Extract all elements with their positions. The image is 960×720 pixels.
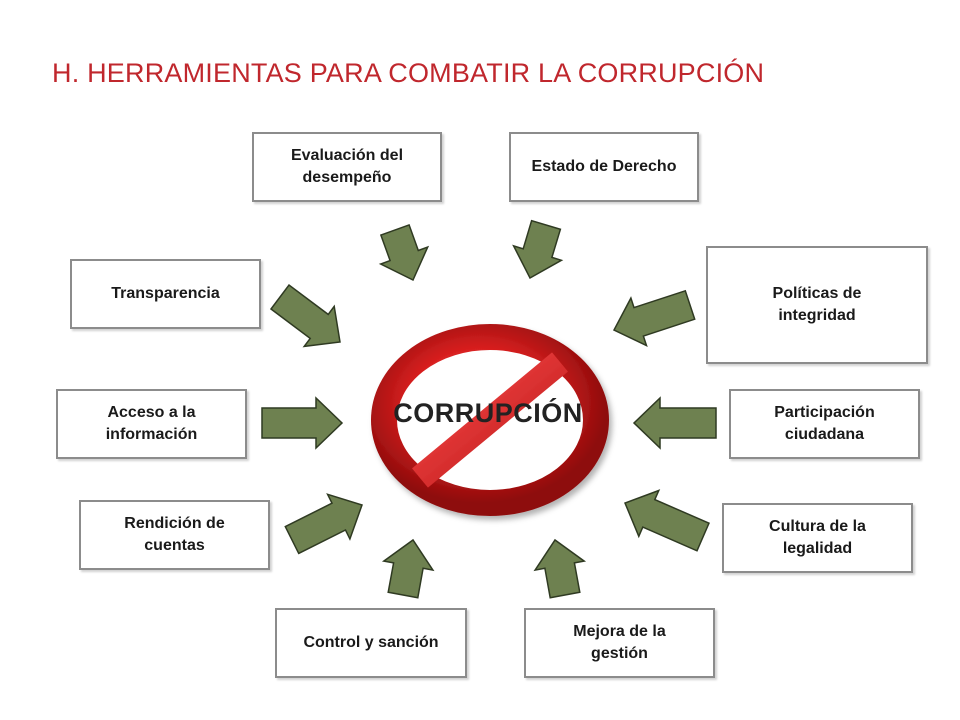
page-title: H. HERRAMIENTAS PARA COMBATIR LA CORRUPC…: [52, 58, 765, 88]
box-politicas-integridad: Políticas de integridad: [706, 246, 928, 364]
arrow-control-icon: [381, 538, 435, 599]
box-control-sancion: Control y sanción: [275, 608, 467, 678]
box-label: Mejora de la gestión: [573, 623, 666, 662]
box-label: Cultura de la legalidad: [769, 518, 866, 557]
box-estado-de-derecho: Estado de Derecho: [509, 132, 699, 202]
box-label: Control y sanción: [303, 634, 439, 651]
arrow-mejora-icon: [533, 538, 587, 599]
arrow-politicas-icon: [612, 289, 696, 348]
arrow-rendicion-icon: [284, 493, 363, 555]
box-cultura-legalidad: Cultura de la legalidad: [722, 503, 913, 573]
box-label: Políticas de integridad: [772, 285, 862, 324]
arrow-acceso-icon: [261, 396, 344, 450]
arrow-cultura-icon: [624, 489, 710, 552]
box-label: Participación ciudadana: [774, 404, 875, 443]
box-mejora-gestion: Mejora de la gestión: [524, 608, 715, 678]
box-transparencia: Transparencia: [70, 259, 261, 329]
box-label: Evaluación del desempeño: [290, 147, 404, 186]
box-label: Transparencia: [111, 285, 220, 302]
arrow-estado-icon: [512, 219, 564, 280]
prohibition-sign-icon: [371, 324, 609, 516]
box-label: Acceso a la información: [105, 404, 198, 443]
arrow-transparencia-icon: [269, 283, 341, 348]
box-label: Rendición de cuentas: [124, 515, 225, 554]
arrow-participacion-icon: [632, 396, 717, 450]
arrow-evaluacion-icon: [378, 223, 430, 282]
box-evaluacion-desempeno: Evaluación del desempeño: [252, 132, 442, 202]
box-acceso-informacion: Acceso a la información: [56, 389, 247, 459]
box-label: Estado de Derecho: [531, 158, 677, 175]
box-rendicion-cuentas: Rendición de cuentas: [79, 500, 270, 570]
center-label: CORRUPCIÓN: [393, 398, 583, 428]
box-participacion-ciudadana: Participación ciudadana: [729, 389, 920, 459]
arrows-group: [261, 219, 717, 599]
